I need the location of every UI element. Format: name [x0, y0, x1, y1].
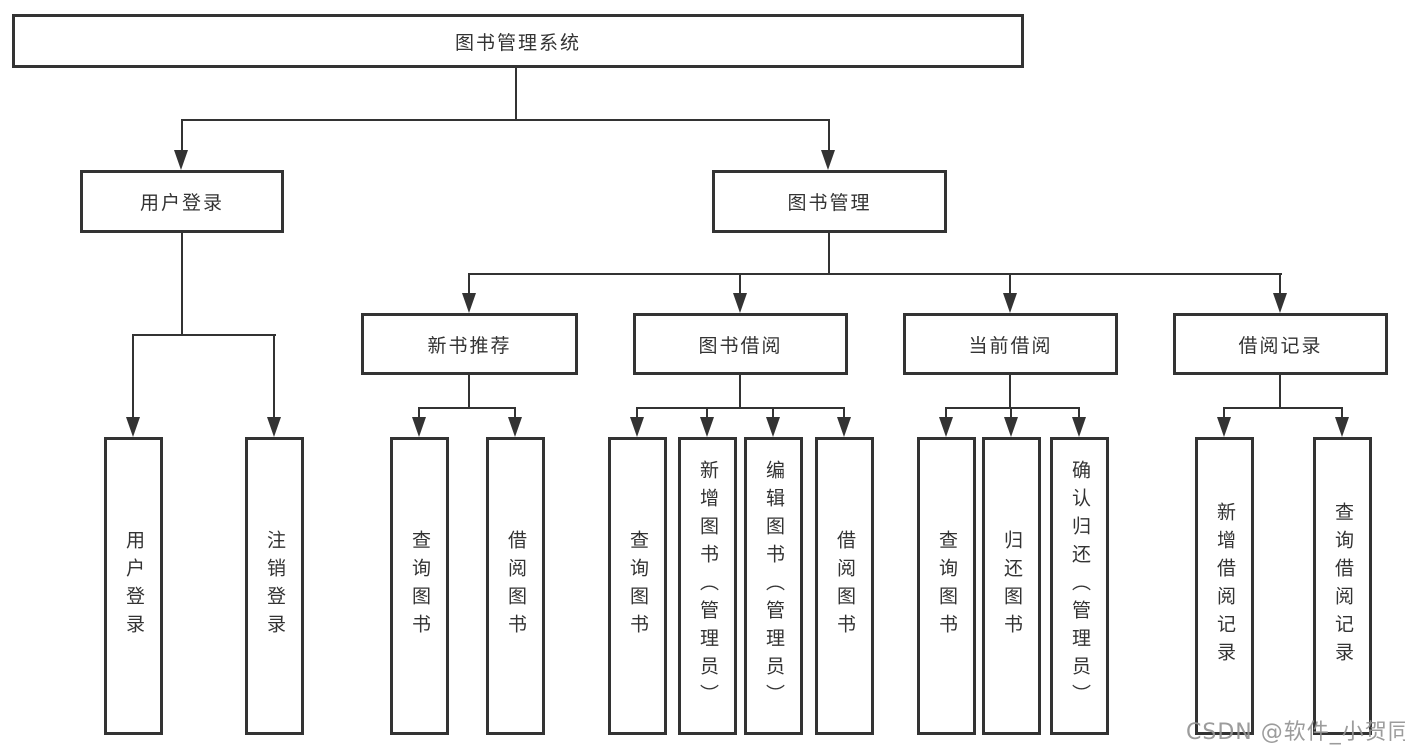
- leaf-borrow-books-recommend: 借阅图书: [486, 437, 545, 735]
- connector-line: [739, 373, 741, 409]
- arrow-down-icon: [462, 293, 476, 313]
- arrow-down-icon: [700, 417, 714, 437]
- arrow-down-icon: [939, 417, 953, 437]
- connector-line: [636, 407, 638, 419]
- node-new-book-recommend: 新书推荐: [361, 313, 578, 375]
- leaf-query-books-current: 查询图书: [917, 437, 976, 735]
- arrow-down-icon: [1003, 293, 1017, 313]
- arrow-down-icon: [630, 417, 644, 437]
- connector-line: [468, 273, 1282, 275]
- leaf-add-book-admin: 新增图书（管理员）: [678, 437, 737, 735]
- node-book-borrowing: 图书借阅: [633, 313, 848, 375]
- connector-line: [468, 273, 470, 295]
- arrow-down-icon: [412, 417, 426, 437]
- connector-line: [1010, 407, 1012, 419]
- node-current-borrowing: 当前借阅: [903, 313, 1118, 375]
- arrow-down-icon: [1004, 417, 1018, 437]
- connector-line: [181, 119, 183, 153]
- leaf-return-book: 归还图书: [982, 437, 1041, 735]
- arrow-down-icon: [1072, 417, 1086, 437]
- arrow-down-icon: [174, 150, 188, 170]
- arrow-down-icon: [837, 417, 851, 437]
- leaf-confirm-return-admin: 确认归还（管理员）: [1050, 437, 1109, 735]
- connector-line: [636, 407, 845, 409]
- arrow-down-icon: [267, 417, 281, 437]
- connector-line: [1279, 273, 1281, 295]
- arrow-down-icon: [766, 417, 780, 437]
- connector-line: [1223, 407, 1343, 409]
- connector-line: [132, 334, 276, 336]
- connector-line: [181, 119, 830, 121]
- connector-line: [828, 231, 830, 275]
- connector-line: [772, 407, 774, 419]
- arrow-down-icon: [1335, 417, 1349, 437]
- connector-line: [945, 407, 1080, 409]
- leaf-logout: 注销登录: [245, 437, 304, 735]
- node-borrow-records: 借阅记录: [1173, 313, 1388, 375]
- connector-line: [273, 334, 275, 419]
- leaf-query-books-borrowing: 查询图书: [608, 437, 667, 735]
- connector-line: [843, 407, 845, 419]
- connector-line: [181, 231, 183, 336]
- connector-line: [945, 407, 947, 419]
- leaf-borrow-books-borrowing: 借阅图书: [815, 437, 874, 735]
- arrow-down-icon: [733, 293, 747, 313]
- connector-line: [739, 273, 741, 295]
- connector-line: [132, 334, 134, 419]
- leaf-query-books-recommend: 查询图书: [390, 437, 449, 735]
- leaf-edit-book-admin: 编辑图书（管理员）: [744, 437, 803, 735]
- connector-line: [706, 407, 708, 419]
- connector-line: [1223, 407, 1225, 419]
- connector-line: [1009, 373, 1011, 409]
- connector-line: [514, 407, 516, 419]
- node-root-library-system: 图书管理系统: [12, 14, 1024, 68]
- connector-line: [828, 119, 830, 153]
- leaf-add-borrow-record: 新增借阅记录: [1195, 437, 1254, 735]
- arrow-down-icon: [126, 417, 140, 437]
- arrow-down-icon: [821, 150, 835, 170]
- node-book-management: 图书管理: [712, 170, 947, 233]
- csdn-watermark: CSDN @软件_小贺同学: [1186, 720, 1405, 745]
- connector-line: [515, 67, 517, 120]
- arrow-down-icon: [508, 417, 522, 437]
- leaf-query-borrow-record: 查询借阅记录: [1313, 437, 1372, 735]
- leaf-user-login: 用户登录: [104, 437, 163, 735]
- connector-line: [418, 407, 516, 409]
- arrow-down-icon: [1273, 293, 1287, 313]
- connector-line: [468, 373, 470, 409]
- connector-line: [1078, 407, 1080, 419]
- connector-line: [1279, 373, 1281, 409]
- connector-line: [1341, 407, 1343, 419]
- connector-line: [1009, 273, 1011, 295]
- connector-line: [418, 407, 420, 419]
- node-user-login: 用户登录: [80, 170, 284, 233]
- arrow-down-icon: [1217, 417, 1231, 437]
